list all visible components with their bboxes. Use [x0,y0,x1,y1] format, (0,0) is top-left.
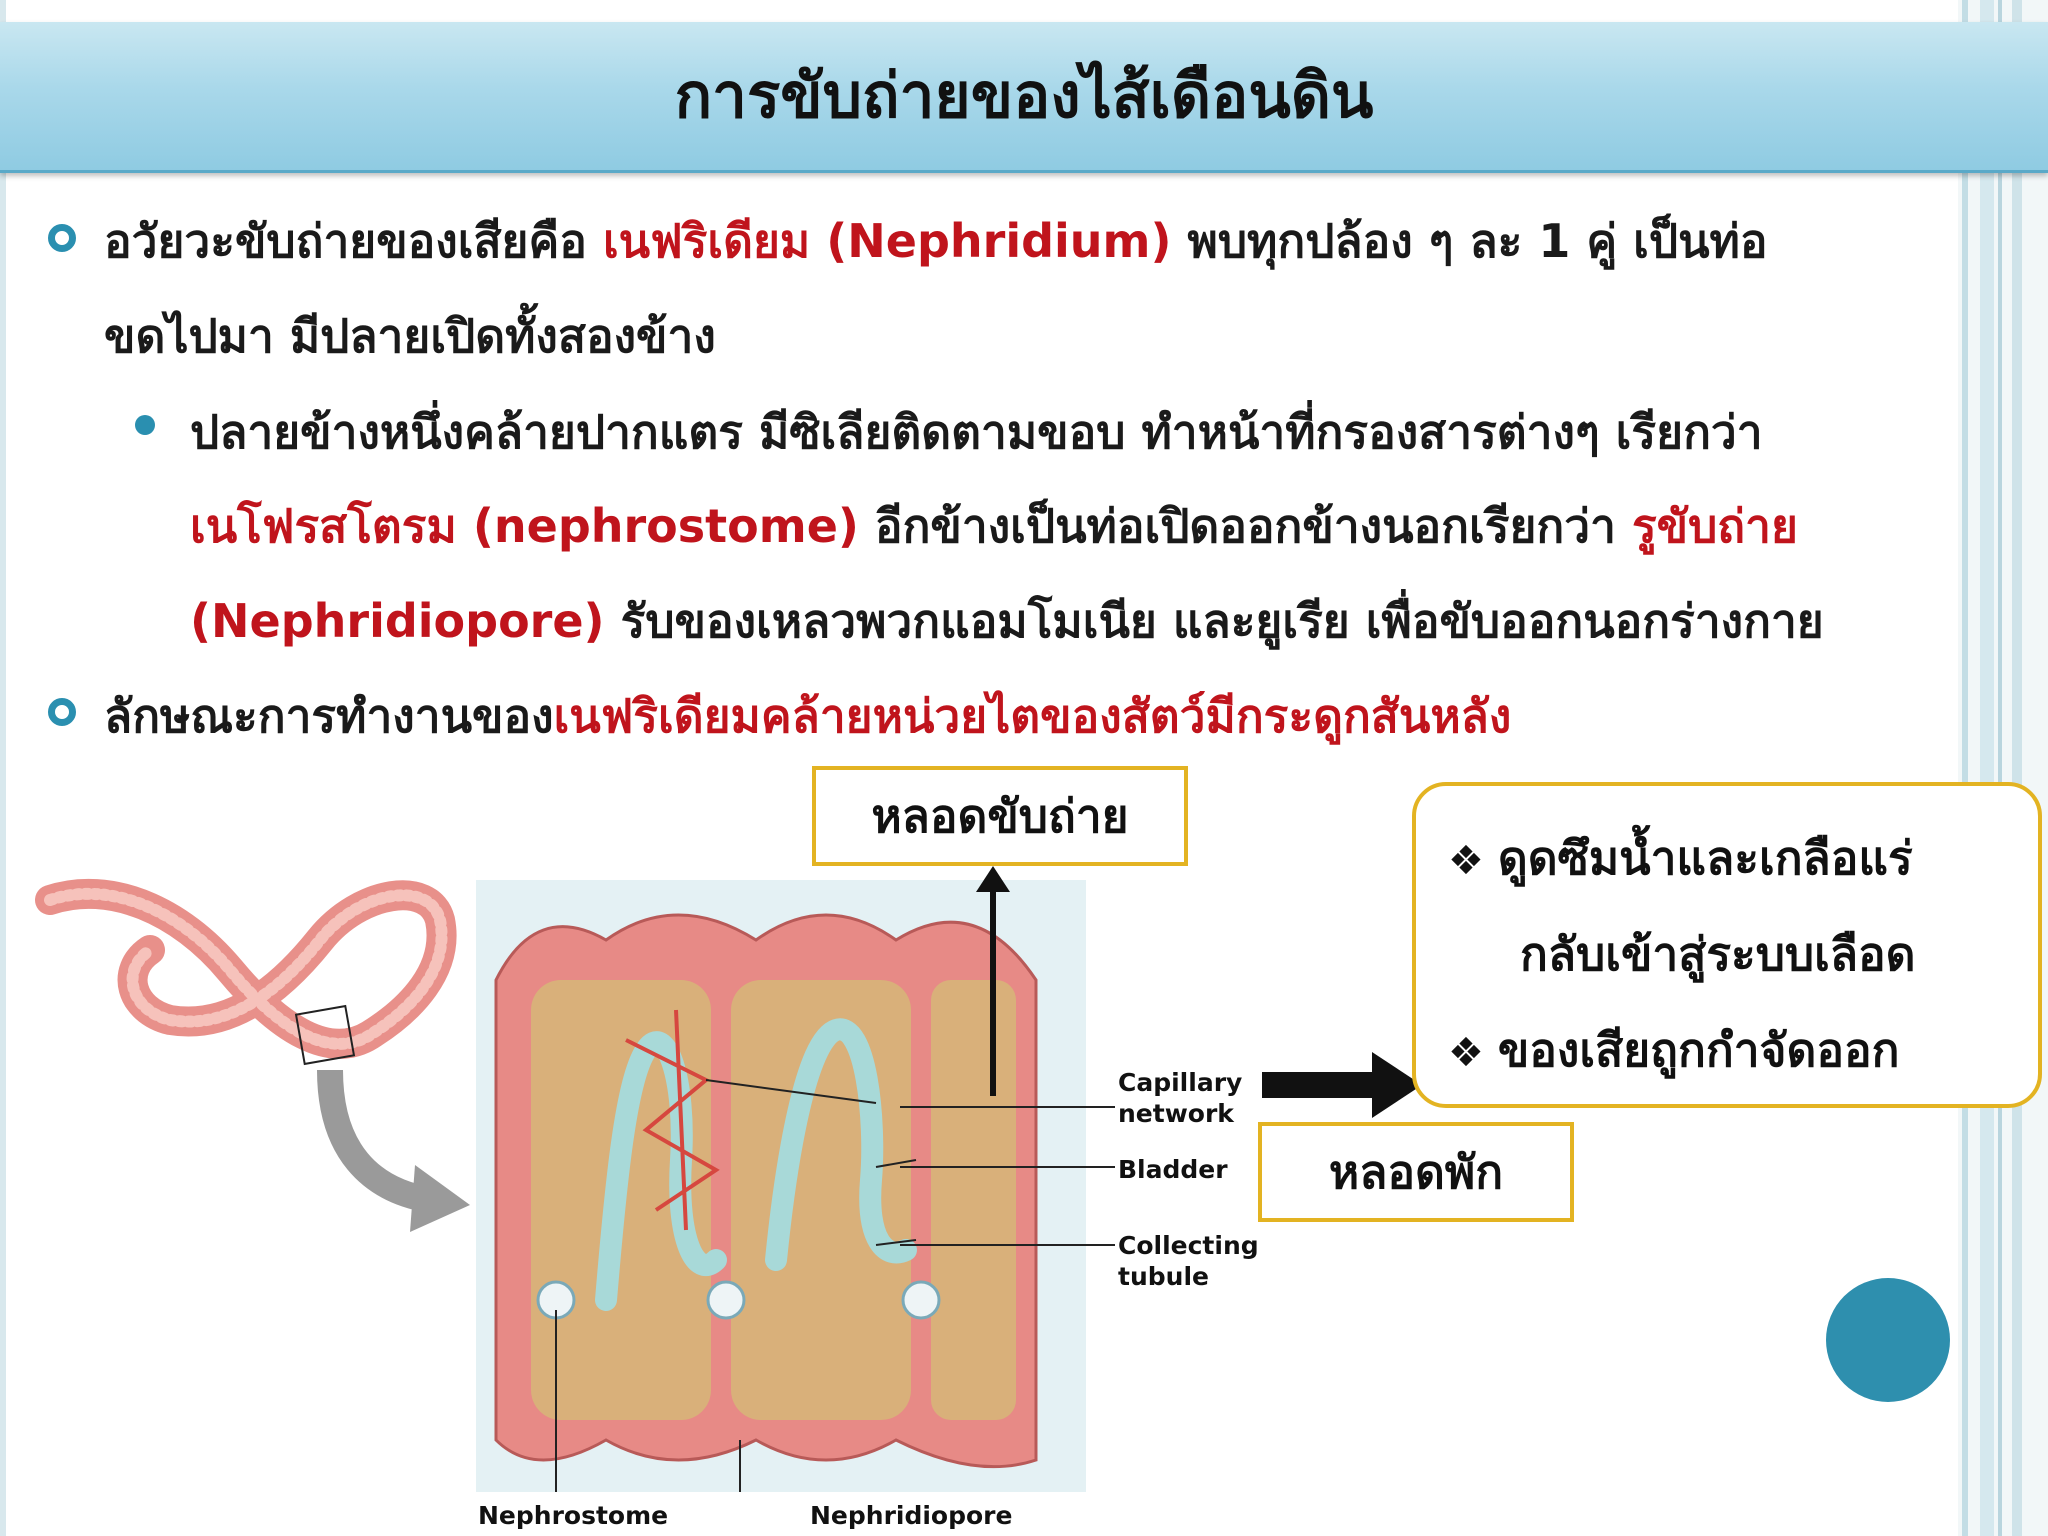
nephrostome-term: เนโฟรสโตรม (nephrostome) [190,499,859,553]
collecting-label-line-2: tubule [1118,1262,1209,1291]
excretory-tube-callout: หลอดขับถ่าย [812,766,1188,866]
bullet-1-text-b: พบทุกปล้อง ๆ ละ 1 คู่ เป็นท่อ [1171,214,1768,268]
right-rail-outer [1958,0,2048,1536]
right-rail-stripe-3 [1998,0,2002,1536]
bullet-ring-icon [48,224,76,252]
sub-bullet-line-1: ปลายข้างหนึ่งคล้ายปากแตร มีซิเลียติดตามข… [190,405,1763,459]
bullet-1-text-a: อวัยวะขับถ่ายของเสียคือ [104,214,603,268]
earthworm-illustration [35,878,470,1232]
collecting-tubule-label: Collecting tubule [1118,1230,1259,1292]
bladder-label: Bladder [1118,1155,1228,1184]
capillary-label-line-1: Capillary [1118,1068,1243,1097]
title-bar [0,22,2048,173]
nephrostome-label: Nephrostome [478,1501,669,1530]
info-text-3: ของเสียถูกกำจัดออก [1497,1023,1900,1077]
bullet-1-highlight: เนฟริเดียม (Nephridium) [602,214,1172,268]
info-box-line-1: ❖ ดูดซึมน้ำและเกลือแร่ [1448,822,1913,895]
capillary-network [625,1009,720,1231]
bullet-2-highlight: เนฟริเดียมคล้ายหน่วยไตของสัตว์มีกระดูกสั… [553,689,1512,743]
function-info-box [1412,782,2042,1108]
sub-bullet-line-2-text: อีกข้างเป็นท่อเปิดออกข้างนอกเรียกว่า [858,499,1632,553]
bladder-callout: หลอดพัก [1258,1122,1574,1222]
zoom-arrow-icon [317,1069,433,1213]
diagram-leader-lines [900,1106,1115,1246]
sub-bullet-dot-icon [135,415,155,435]
diamond-bullet-icon: ❖ [1448,1030,1484,1076]
nephrostome-funnel [706,1280,746,1320]
right-rail-stripe-1 [1962,0,1968,1536]
sub-bullet-line-3-text: รับของเหลวพวกแอมโมเนีย และยูเรีย เพื่อขั… [604,594,1824,648]
capillary-network-label: Capillary network [1118,1067,1242,1129]
segment-highlight-box [294,1004,356,1066]
collecting-label-line-1: Collecting [1118,1231,1259,1260]
up-arrow-icon [976,866,1010,1096]
info-box-line-2: กลับเข้าสู่ระบบเลือด [1520,927,1916,981]
nephridium-tubule-1 [595,1031,727,1311]
nephridia-diagram [476,880,1086,1492]
info-text-1: ดูดซึมน้ำและเกลือแร่ [1497,831,1913,885]
bullet-2-text: ลักษณะการทำงานของ [104,689,554,743]
page-title: การขับถ่ายของไส้เดือนดิน [674,59,1374,132]
decorative-circle [1826,1278,1950,1402]
capillary-label-line-2: network [1118,1099,1234,1128]
sub-bullet-line-2: เนโฟรสโตรม (nephrostome) อีกข้างเป็นท่อเ… [190,490,1798,563]
bullet-1-line-1: อวัยวะขับถ่ายของเสียคือ เนฟริเดียม (Neph… [104,205,1767,278]
bullet-ring-icon [48,698,76,726]
nephrostome-funnel [901,1280,941,1320]
left-rail [0,0,6,1536]
nephridium-tubule-2 [765,1018,917,1271]
right-rail-stripe-2 [1980,0,1994,1536]
nephridiopore-label: Nephridiopore [810,1501,1013,1530]
bullet-2-line: ลักษณะการทำงานของเนฟริเดียมคล้ายหน่วยไตข… [104,680,1511,753]
excretory-pore-term: รูขับถ่าย [1631,499,1798,553]
sub-bullet-line-3: (Nephridiopore) รับของเหลวพวกแอมโมเนีย แ… [190,585,1824,658]
diamond-bullet-icon: ❖ [1448,838,1484,884]
nephridiopore-term: (Nephridiopore) [190,594,605,648]
info-box-line-3: ❖ ของเสียถูกกำจัดออก [1448,1014,1899,1087]
right-rail-stripe-4 [2012,0,2022,1536]
bullet-1-line-2: ขดไปมา มีปลายเปิดทั้งสองข้าง [104,309,716,363]
right-arrow-icon [1262,1052,1422,1118]
